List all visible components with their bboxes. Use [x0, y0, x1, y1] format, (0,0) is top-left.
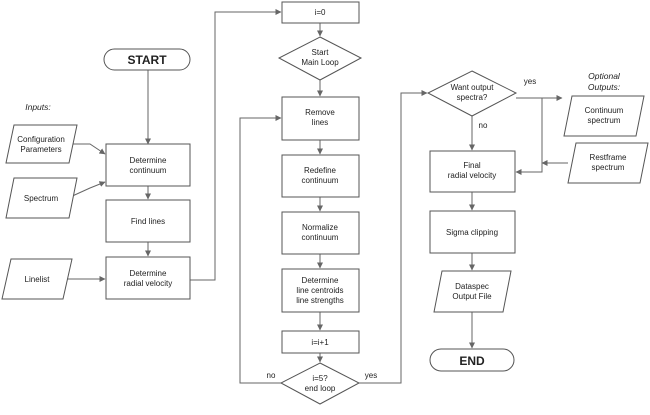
- loop-yes-label: yes: [365, 371, 377, 380]
- svg-text:continuum: continuum: [302, 176, 339, 185]
- svg-text:i=0: i=0: [315, 8, 326, 17]
- svg-text:Determine: Determine: [130, 269, 167, 278]
- svg-text:Linelist: Linelist: [25, 275, 51, 284]
- svg-text:spectrum: spectrum: [592, 163, 625, 172]
- svg-text:Want output: Want output: [451, 83, 495, 92]
- process-remove-lines: Remove lines: [281, 96, 360, 141]
- svg-text:Find lines: Find lines: [131, 217, 165, 226]
- input-config-parameters: Configuration Parameters: [5, 124, 78, 164]
- process-sigma-clipping: Sigma clipping: [429, 210, 516, 254]
- svg-text:Final: Final: [463, 161, 481, 170]
- process-determine-radial-velocity: Determine radial velocity: [105, 256, 191, 300]
- svg-text:Determine: Determine: [130, 156, 167, 165]
- output-restframe-spectrum: Restframe spectrum: [567, 142, 649, 184]
- svg-text:Restframe: Restframe: [590, 153, 627, 162]
- svg-text:Redefine: Redefine: [304, 166, 337, 175]
- end-label: END: [459, 354, 485, 368]
- decision-want-output-spectra: Want output spectra?: [426, 70, 518, 117]
- process-increment-counter: i=i+1: [281, 330, 360, 354]
- svg-text:Main Loop: Main Loop: [301, 58, 339, 67]
- output-no-label: no: [479, 121, 488, 130]
- svg-text:Normalize: Normalize: [302, 223, 339, 232]
- process-determine-line-strengths: Determine line centroids line strengths: [281, 268, 360, 313]
- output-dataspec-file: Dataspec Output File: [433, 270, 512, 313]
- svg-text:Continuum: Continuum: [585, 106, 624, 115]
- process-find-lines: Find lines: [105, 199, 191, 243]
- svg-text:continuum: continuum: [302, 233, 339, 242]
- process-redefine-continuum: Redefine continuum: [281, 154, 360, 198]
- process-init-counter: i=0: [281, 1, 360, 24]
- svg-text:continuum: continuum: [130, 166, 167, 175]
- process-determine-continuum: Determine continuum: [105, 143, 191, 187]
- svg-text:Output File: Output File: [452, 292, 492, 301]
- connectors: [63, 9, 568, 384]
- svg-text:Configuration: Configuration: [17, 135, 65, 144]
- svg-text:i=5?: i=5?: [312, 374, 328, 383]
- svg-text:Dataspec: Dataspec: [455, 282, 489, 291]
- svg-text:end loop: end loop: [305, 384, 336, 393]
- inputs-heading: Inputs:: [25, 102, 51, 112]
- process-final-radial-velocity: Final radial velocity: [429, 150, 516, 193]
- input-spectrum: Spectrum: [5, 177, 78, 219]
- svg-text:Parameters: Parameters: [20, 145, 61, 154]
- svg-text:line centroids: line centroids: [296, 286, 343, 295]
- svg-text:lines: lines: [312, 118, 328, 127]
- outputs-heading-line2: Outputs:: [588, 82, 621, 92]
- svg-text:Determine: Determine: [302, 276, 339, 285]
- output-continuum-spectrum: Continuum spectrum: [563, 95, 645, 137]
- svg-text:Sigma clipping: Sigma clipping: [446, 228, 498, 237]
- svg-text:radial velocity: radial velocity: [124, 279, 172, 288]
- start-terminator: START: [103, 48, 191, 71]
- input-linelist: Linelist: [1, 258, 73, 300]
- decision-end-loop: i=5? end loop: [279, 362, 361, 405]
- svg-text:spectra?: spectra?: [457, 93, 488, 102]
- svg-text:Start: Start: [312, 48, 330, 57]
- svg-text:spectrum: spectrum: [588, 116, 621, 125]
- process-normalize-continuum: Normalize continuum: [281, 211, 360, 255]
- svg-text:line strengths: line strengths: [296, 296, 344, 305]
- svg-text:Remove: Remove: [305, 108, 335, 117]
- svg-text:i=i+1: i=i+1: [311, 338, 329, 347]
- svg-text:radial velocity: radial velocity: [448, 171, 496, 180]
- end-terminator: END: [429, 348, 515, 372]
- svg-text:Spectrum: Spectrum: [24, 194, 59, 203]
- decision-start-main-loop: Start Main Loop: [277, 36, 363, 81]
- start-label: START: [127, 53, 167, 67]
- loop-no-label: no: [267, 371, 276, 380]
- output-yes-label: yes: [524, 77, 536, 86]
- outputs-heading-line1: Optional: [588, 71, 621, 81]
